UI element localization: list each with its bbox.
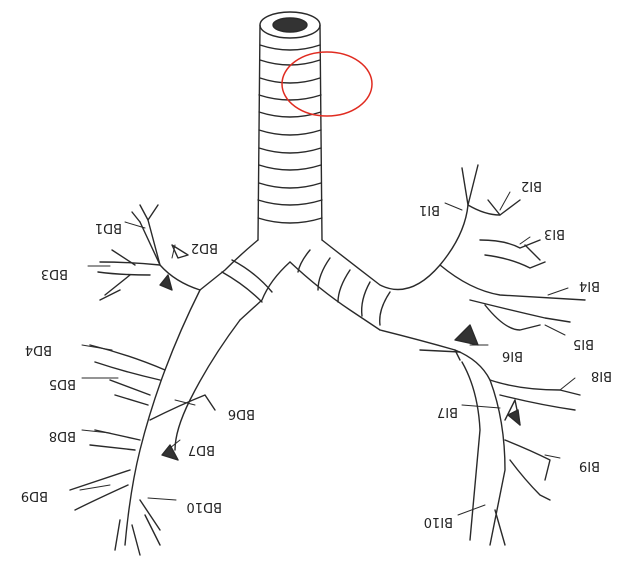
right-lower-branches bbox=[70, 290, 240, 555]
label-bi2: BI2 bbox=[521, 178, 542, 193]
leader-lines bbox=[80, 192, 575, 515]
label-bi7: BI7 bbox=[437, 404, 458, 419]
label-bd4: BD4 bbox=[25, 342, 52, 357]
label-bi5: BI5 bbox=[573, 336, 594, 351]
label-bi10: BI10 bbox=[424, 514, 453, 529]
label-bi4: BI4 bbox=[579, 278, 600, 293]
label-bi9: BI9 bbox=[579, 458, 600, 473]
label-bd5: BD5 bbox=[49, 376, 76, 391]
label-bi3: BI3 bbox=[544, 226, 565, 241]
label-bd7: BD7 bbox=[188, 442, 215, 457]
trachea bbox=[258, 12, 322, 240]
label-bi6: BI6 bbox=[502, 348, 523, 363]
highlight-circle bbox=[282, 52, 372, 116]
main-bronchi bbox=[200, 205, 468, 330]
label-bd9: BD9 bbox=[21, 488, 48, 503]
label-bd6: BD6 bbox=[228, 406, 255, 421]
left-lower-branches bbox=[380, 265, 585, 545]
label-bi1: BI1 bbox=[419, 202, 440, 217]
label-bd10: BD10 bbox=[187, 499, 222, 514]
label-bd1: BD1 bbox=[95, 220, 122, 235]
label-bd3: BD3 bbox=[41, 266, 68, 281]
label-bd8: BD8 bbox=[49, 428, 76, 443]
right-upper-branches bbox=[98, 205, 200, 300]
label-bi8: BI8 bbox=[591, 368, 612, 383]
label-bd2: BD2 bbox=[191, 240, 218, 255]
